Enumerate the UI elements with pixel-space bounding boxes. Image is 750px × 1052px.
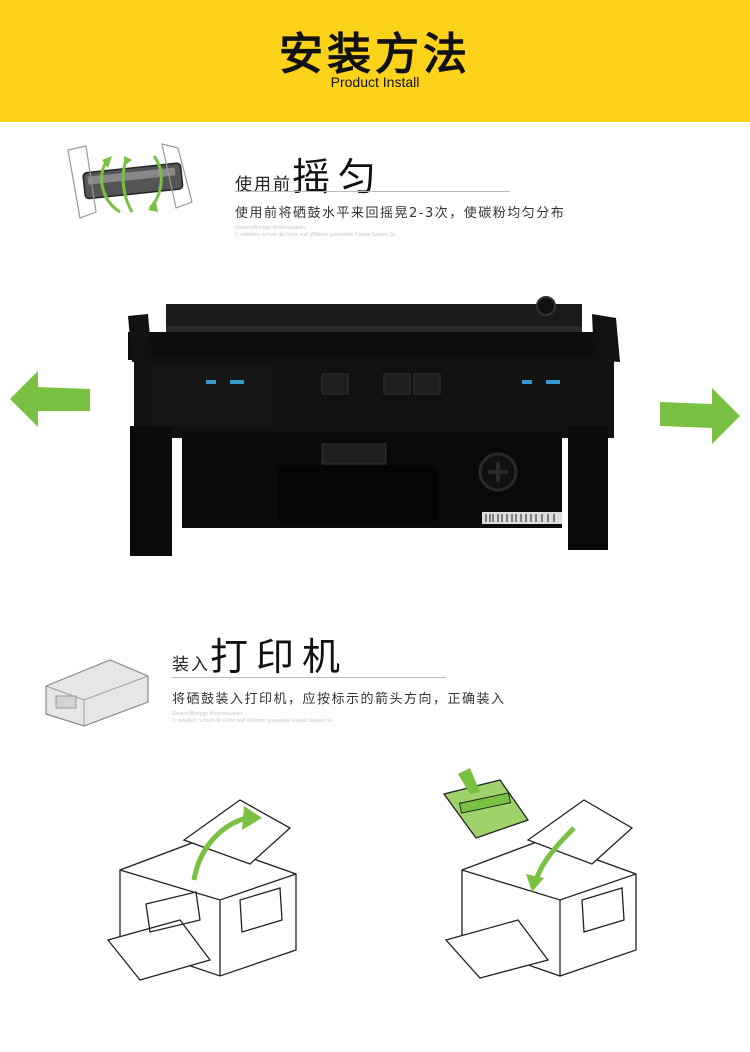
page-title: 安装方法 <box>279 29 471 80</box>
step1-heading: 使用前摇匀 <box>235 146 384 201</box>
step1-divider <box>235 191 510 192</box>
cartridge-outline-illustration <box>45 659 149 727</box>
step2-heading: 装入打印机 <box>172 626 348 681</box>
step1-prefix: 使用前 <box>235 175 292 195</box>
step2-description: 将硒鼓装入打印机，应按标示的箭头方向，正确装入 <box>172 692 506 707</box>
step2-title: 打印机 <box>210 635 349 679</box>
toner-cartridge-image <box>128 296 620 556</box>
arrow-left-icon <box>10 371 90 427</box>
printer-insert-cartridge-illustration <box>442 768 637 979</box>
header-banner: 安装方法 Product Install <box>0 0 750 122</box>
step2-fine-line1: Steuern/Bringge Motionsfaaken <box>172 711 243 717</box>
step1-description: 使用前将硒鼓水平来回摇晃2-3次，使碳粉均匀分布 <box>235 206 566 221</box>
printer-open-lid-illustration <box>106 799 297 981</box>
step1-fine-line1: Steuern/Bringge Motionsfaaken <box>235 225 306 231</box>
arrow-right-icon <box>660 388 740 444</box>
step1-fine-line2: 2. sekelten: schreit die Finito walt,Wil… <box>235 232 396 238</box>
page-subtitle: Product Install <box>330 74 420 90</box>
step2-divider <box>172 677 446 678</box>
step2-prefix: 装入 <box>172 655 210 675</box>
step2-fine-line2: 2. sekelten: schreit die Finito walt,Wil… <box>172 718 333 724</box>
shake-cartridge-illustration <box>67 143 193 219</box>
step1-title: 摇匀 <box>292 155 385 199</box>
